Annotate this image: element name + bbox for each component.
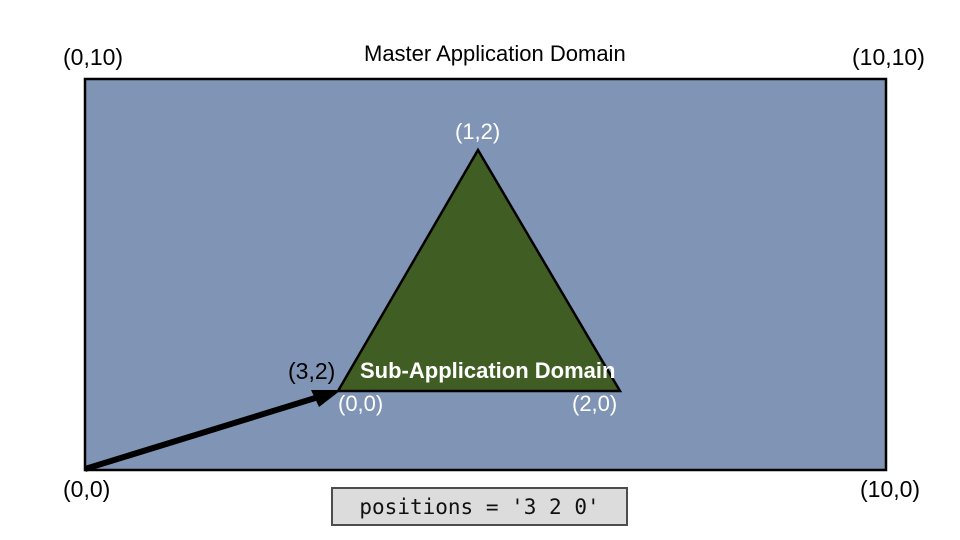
sub-domain-label: Sub-Application Domain [360, 358, 616, 383]
positions-code-box: positions = '3 2 0' [331, 487, 628, 526]
positions-code-text: positions = '3 2 0' [359, 494, 600, 519]
offset-arrow-shaft [84, 392, 326, 472]
sub-domain-vertex-apex: (1,2) [455, 119, 501, 144]
master-corner-bottom-left: (0,0) [63, 476, 111, 502]
page-title: Master Application Domain [364, 41, 626, 66]
offset-arrow [84, 390, 341, 472]
sub-domain-vertex-bottom-right: (2,0) [572, 391, 618, 416]
sub-domain-triangle [335, 147, 623, 393]
master-corner-top-left: (0,10) [63, 44, 124, 70]
master-corner-top-right: (10,10) [852, 44, 925, 70]
offset-arrow-label: (3,2) [288, 358, 336, 384]
offset-arrow-head [311, 390, 341, 407]
master-corner-bottom-right: (10,0) [860, 476, 921, 502]
sub-domain-vertex-bottom-left: (0,0) [338, 391, 384, 416]
